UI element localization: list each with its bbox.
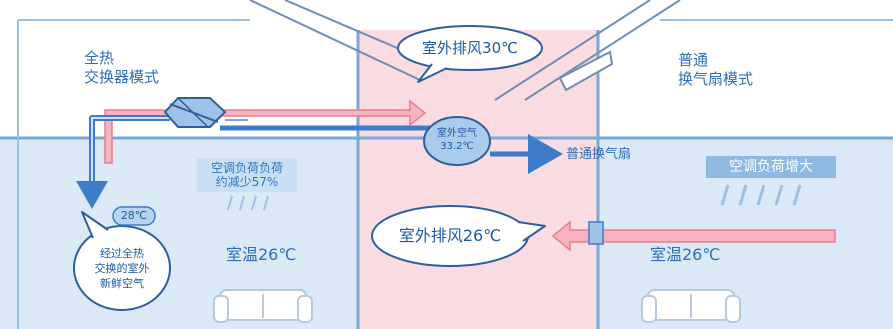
sofa-icon-left xyxy=(213,289,313,323)
room-temp-right: 室温26℃ xyxy=(650,245,721,264)
outdoor-air-line1: 室外空气 xyxy=(437,128,477,139)
exhaust-bottom-text: 室外排风26℃ xyxy=(398,226,502,245)
supply-temp-tag xyxy=(112,206,156,226)
ac-load-left-line2: 约减少57% xyxy=(215,175,279,189)
wall-vent xyxy=(588,221,604,245)
roof-duct-line xyxy=(249,0,421,81)
exhaust-arrow-top xyxy=(104,99,427,164)
room-temp-left: 室温26℃ xyxy=(226,245,297,264)
ac-load-left-badge: 空调负荷负荷 约减少57% xyxy=(197,158,297,192)
exhaust-top-bubble xyxy=(397,25,543,83)
center-shaft xyxy=(358,30,598,329)
right-mode-line2: 换气扇模式 xyxy=(678,70,754,88)
outdoor-air-text: 室外空气 33.2℃ xyxy=(424,127,490,153)
note-line1: 经过全热 xyxy=(100,247,144,260)
left-mode-line2: 交换器模式 xyxy=(84,68,160,86)
supply-temp-text: 28℃ xyxy=(120,209,148,222)
ac-load-left-line1: 空调负荷负荷 xyxy=(210,161,283,175)
outdoor-air-line2: 33.2℃ xyxy=(440,141,474,152)
note-line3: 新鲜空气 xyxy=(100,277,144,290)
exhaust-vent xyxy=(558,50,614,92)
vent-fan-label: 普通换气扇 xyxy=(566,147,632,162)
left-mode-label: 全热 交换器模式 xyxy=(84,49,159,87)
note-line2: 交换的室外 xyxy=(94,262,150,275)
exhaust-bottom-bubble xyxy=(371,205,546,267)
ac-load-right-badge: 空调负荷增大 xyxy=(706,156,836,178)
note-text: 经过全热 交换的室外 新鲜空气 xyxy=(74,246,170,291)
right-mode-line1: 普通 xyxy=(678,51,709,69)
left-mode-line1: 全热 xyxy=(84,49,115,67)
note-bubble xyxy=(73,211,171,311)
exhaust-top-text: 室外排风30℃ xyxy=(422,39,518,57)
heat-waves-right xyxy=(720,184,802,206)
right-mode-label: 普通 换气扇模式 xyxy=(678,51,753,89)
sofa-icon-right xyxy=(641,289,741,323)
exhaust-arrow-bottom xyxy=(551,220,836,252)
outdoor-air-bubble xyxy=(423,116,491,166)
heat-waves-left xyxy=(227,195,269,211)
